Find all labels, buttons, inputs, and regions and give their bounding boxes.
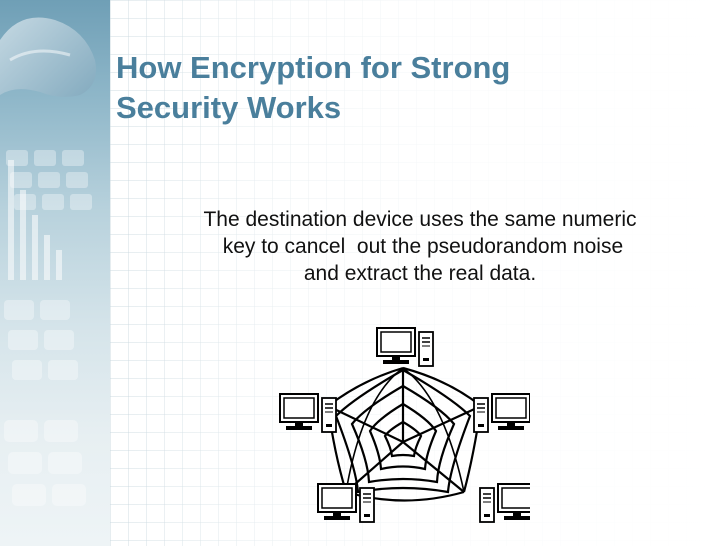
- computer-icon: [479, 483, 530, 523]
- slide-title-line-1: How Encryption for Strong: [116, 50, 511, 85]
- computer-icon: [279, 393, 337, 433]
- slide-title-line-2: Security Works: [116, 90, 342, 125]
- body-line-1: The destination device uses the same num…: [203, 208, 637, 231]
- computer-icon: [317, 483, 375, 523]
- body-line-2: key to cancel out the pseudorandom noise: [216, 235, 624, 258]
- body-line-3: and extract the real data.: [303, 262, 537, 285]
- keyboard-hand-image: [0, 17, 96, 506]
- body-text: The destination device uses the same num…: [112, 206, 728, 287]
- network-diagram: [279, 327, 530, 523]
- computer-icon: [473, 393, 530, 433]
- network-web-icon: [326, 366, 483, 502]
- sidebar-decoration: [0, 0, 110, 546]
- computer-icon: [376, 327, 434, 367]
- slide-title: How Encryption for Strong Security Works: [116, 48, 676, 128]
